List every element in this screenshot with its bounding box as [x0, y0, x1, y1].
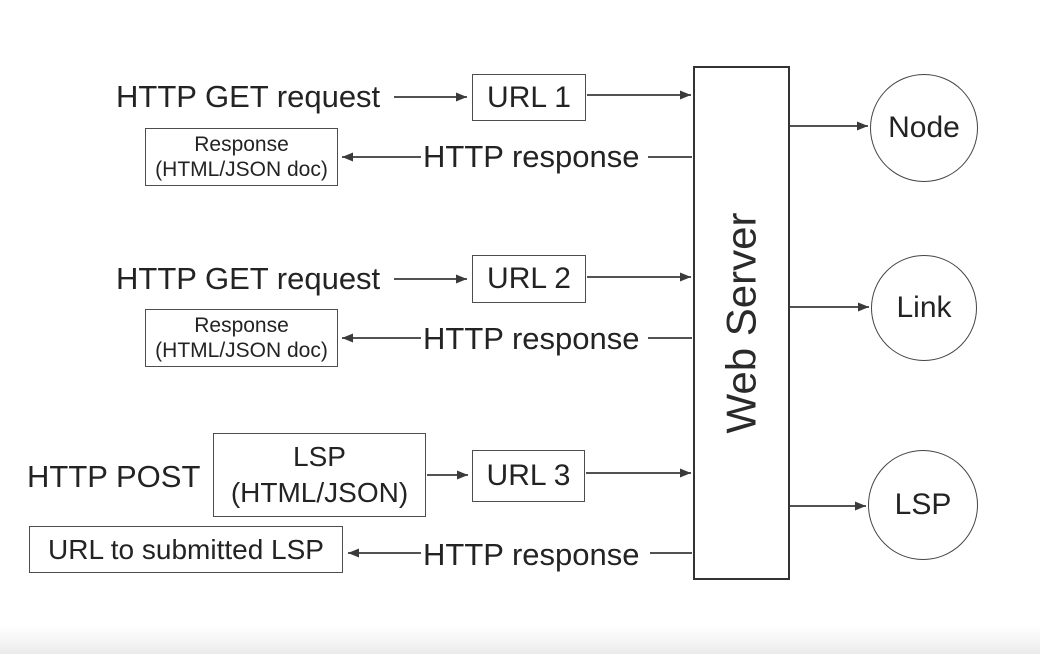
http-response-3-label: HTTP response [423, 537, 640, 572]
response-doc-box-1-line1: Response [194, 133, 289, 156]
url-2-box: URL 2 [472, 255, 586, 303]
url-1-label: URL 1 [487, 80, 571, 114]
link-endpoint-label: Link [896, 291, 952, 324]
http-response-2-label: HTTP response [423, 321, 640, 356]
web-server-box: Web Server [693, 66, 790, 580]
submitted-lsp-url-box: URL to submitted LSP [29, 526, 343, 573]
url-3-label: URL 3 [486, 459, 571, 492]
url-3-box: URL 3 [472, 450, 585, 502]
node-endpoint-circle: Node [870, 74, 978, 182]
lsp-payload-box-line1: LSP [293, 441, 346, 472]
lsp-endpoint-label: LSP [894, 488, 952, 521]
get-request-1-label: HTTP GET request [116, 79, 381, 114]
node-endpoint-label: Node [888, 111, 960, 144]
response-doc-box-2-line1: Response [194, 314, 289, 337]
response-doc-box-1-line2: (HTML/JSON doc) [155, 158, 328, 181]
response-doc-box-2: Response (HTML/JSON doc) [145, 309, 338, 367]
http-response-1-label: HTTP response [423, 139, 640, 174]
get-request-2-label: HTTP GET request [116, 261, 381, 296]
submitted-lsp-url-label: URL to submitted LSP [48, 533, 324, 565]
lsp-payload-box-line2: (HTML/JSON) [230, 477, 409, 508]
url-1-box: URL 1 [472, 74, 586, 121]
response-doc-box-2-line2: (HTML/JSON doc) [155, 339, 328, 362]
response-doc-box-1: Response (HTML/JSON doc) [145, 128, 338, 186]
http-post-label: HTTP POST [27, 459, 201, 494]
url-2-label: URL 2 [487, 262, 571, 295]
web-server-label: Web Server [717, 212, 765, 434]
lsp-payload-box: LSP (HTML/JSON) [213, 433, 426, 517]
link-endpoint-circle: Link [871, 255, 977, 361]
bottom-page-fade [0, 626, 1040, 654]
lsp-endpoint-circle: LSP [868, 450, 978, 560]
